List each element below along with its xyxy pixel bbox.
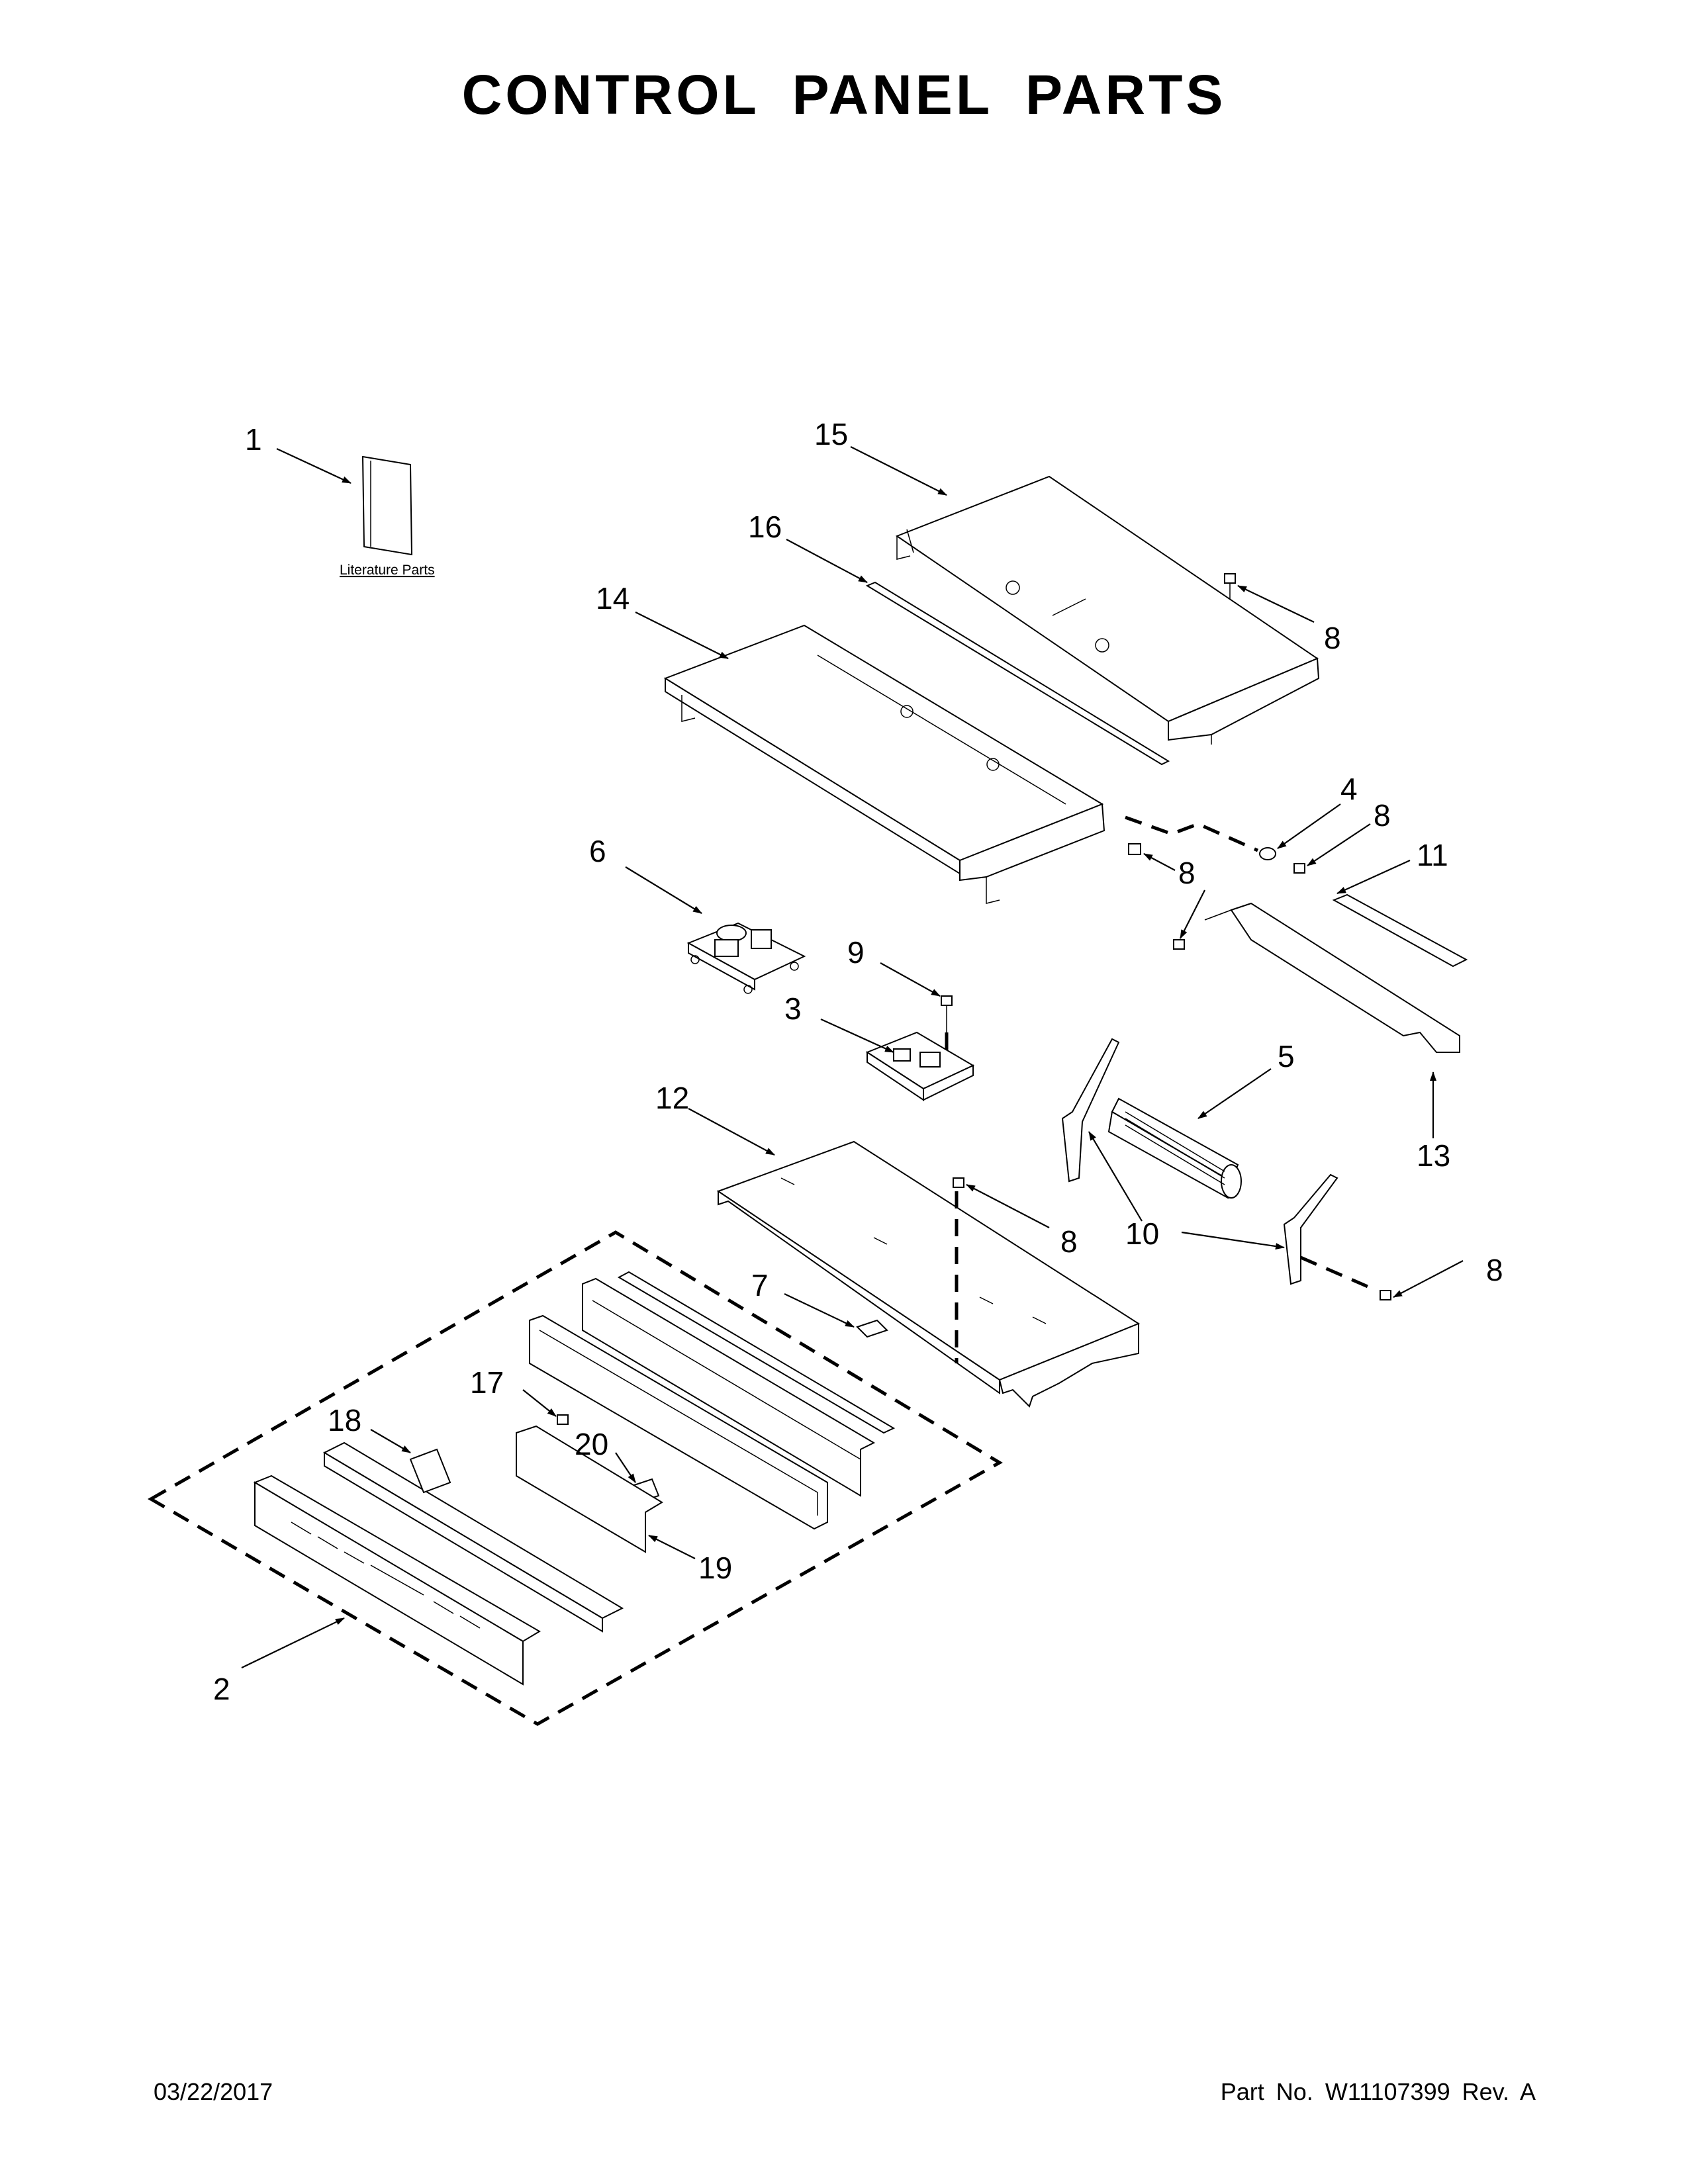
washer-4[interactable] (1259, 847, 1276, 860)
leader-9 (880, 962, 941, 997)
callout-5: 5 (1278, 1039, 1295, 1073)
leader-20 (615, 1452, 636, 1483)
leader-11 (1336, 859, 1411, 895)
leader-7 (784, 1293, 855, 1328)
footer-part-number: Part No. W11107399 Rev. A (1220, 2078, 1536, 2105)
insulation-strip[interactable] (1332, 893, 1468, 968)
callout-7: 7 (751, 1268, 769, 1302)
display-gasket[interactable] (529, 1314, 828, 1530)
fan-bracket-left[interactable] (1061, 1038, 1120, 1183)
callout-8-housing: 8 (1178, 856, 1196, 890)
leader-14 (635, 612, 729, 659)
trim-strip[interactable] (865, 581, 1170, 766)
callout-13: 13 (1417, 1138, 1450, 1173)
leader-18 (370, 1429, 411, 1453)
literature-parts-label: Literature Parts (340, 563, 435, 578)
callout-12: 12 (655, 1081, 689, 1115)
wire-clip[interactable] (856, 1319, 888, 1338)
display-glass[interactable] (617, 1271, 896, 1434)
leader-8a (1237, 585, 1315, 623)
leader-8e (966, 1184, 1050, 1228)
callout-11: 11 (1417, 838, 1448, 872)
callout-8-plate: 8 (1060, 1224, 1078, 1259)
callout-10: 10 (1125, 1216, 1159, 1251)
page-title: CONTROL PANEL PARTS (461, 64, 1227, 126)
side-bracket[interactable] (1204, 902, 1460, 1053)
leader-1 (276, 448, 352, 484)
leader-8f (1393, 1260, 1464, 1298)
screw-8-plate[interactable] (953, 1177, 964, 1188)
callout-1: 1 (245, 422, 262, 457)
callout-4: 4 (1340, 772, 1358, 806)
user-interface-board[interactable] (322, 1441, 624, 1633)
callout-8-top: 8 (1324, 621, 1341, 655)
leader-5 (1197, 1068, 1272, 1119)
control-housing[interactable] (663, 624, 1105, 904)
leader-8b (1307, 823, 1371, 866)
leader-4 (1277, 803, 1341, 849)
literature-booklet[interactable]: Literature Parts (340, 455, 435, 578)
callout-18: 18 (328, 1403, 361, 1437)
callout-16: 16 (748, 510, 782, 544)
footer-date: 03/22/2017 (154, 2078, 273, 2105)
screw-8-housing[interactable] (1128, 843, 1141, 855)
callout-8-washer: 8 (1374, 798, 1391, 833)
leader-17 (522, 1389, 557, 1417)
clip-17[interactable] (557, 1414, 569, 1425)
leader-19 (648, 1535, 696, 1559)
fan-bracket-right[interactable] (1283, 1173, 1338, 1285)
control-board[interactable] (516, 1425, 663, 1553)
callout-19: 19 (698, 1551, 732, 1585)
callout-3: 3 (784, 991, 802, 1026)
screw-8-washer[interactable] (1293, 863, 1305, 874)
cooling-fan[interactable] (1107, 1097, 1242, 1199)
screw-8-bracket[interactable] (1173, 939, 1185, 950)
callout-20: 20 (575, 1427, 608, 1461)
leader-16 (786, 539, 868, 583)
leader-2 (241, 1617, 345, 1668)
screw-9[interactable] (941, 995, 953, 1032)
top-cover-panel[interactable] (895, 475, 1320, 745)
screw-8-fan[interactable] (1380, 1290, 1391, 1300)
panel-assembly-boundary (148, 1230, 1003, 1726)
control-mounting-plate[interactable] (716, 1140, 1141, 1408)
callout-8-fan: 8 (1486, 1253, 1503, 1287)
callout-9: 9 (847, 935, 865, 970)
control-panel-faceplate[interactable] (253, 1475, 541, 1686)
callout-17: 17 (470, 1365, 504, 1400)
screw-8-top[interactable] (1224, 573, 1236, 599)
leader-6 (625, 866, 702, 914)
power-supply-board[interactable] (686, 922, 806, 994)
leader-12 (688, 1108, 775, 1156)
leader-3 (820, 1018, 894, 1054)
alignment-line-4 (1125, 815, 1259, 852)
control-board-bracket[interactable] (865, 1031, 975, 1101)
callout-15: 15 (814, 417, 848, 451)
leader-15 (850, 446, 947, 496)
leader-8c (1143, 853, 1176, 871)
callout-2: 2 (213, 1672, 230, 1706)
display-frame[interactable] (582, 1277, 876, 1497)
alignment-line-fan (1300, 1255, 1378, 1293)
leader-10b (1181, 1231, 1285, 1250)
callout-14: 14 (596, 581, 630, 615)
callout-6: 6 (589, 834, 606, 868)
leader-10a (1088, 1131, 1143, 1222)
leader-8d (1180, 889, 1205, 939)
